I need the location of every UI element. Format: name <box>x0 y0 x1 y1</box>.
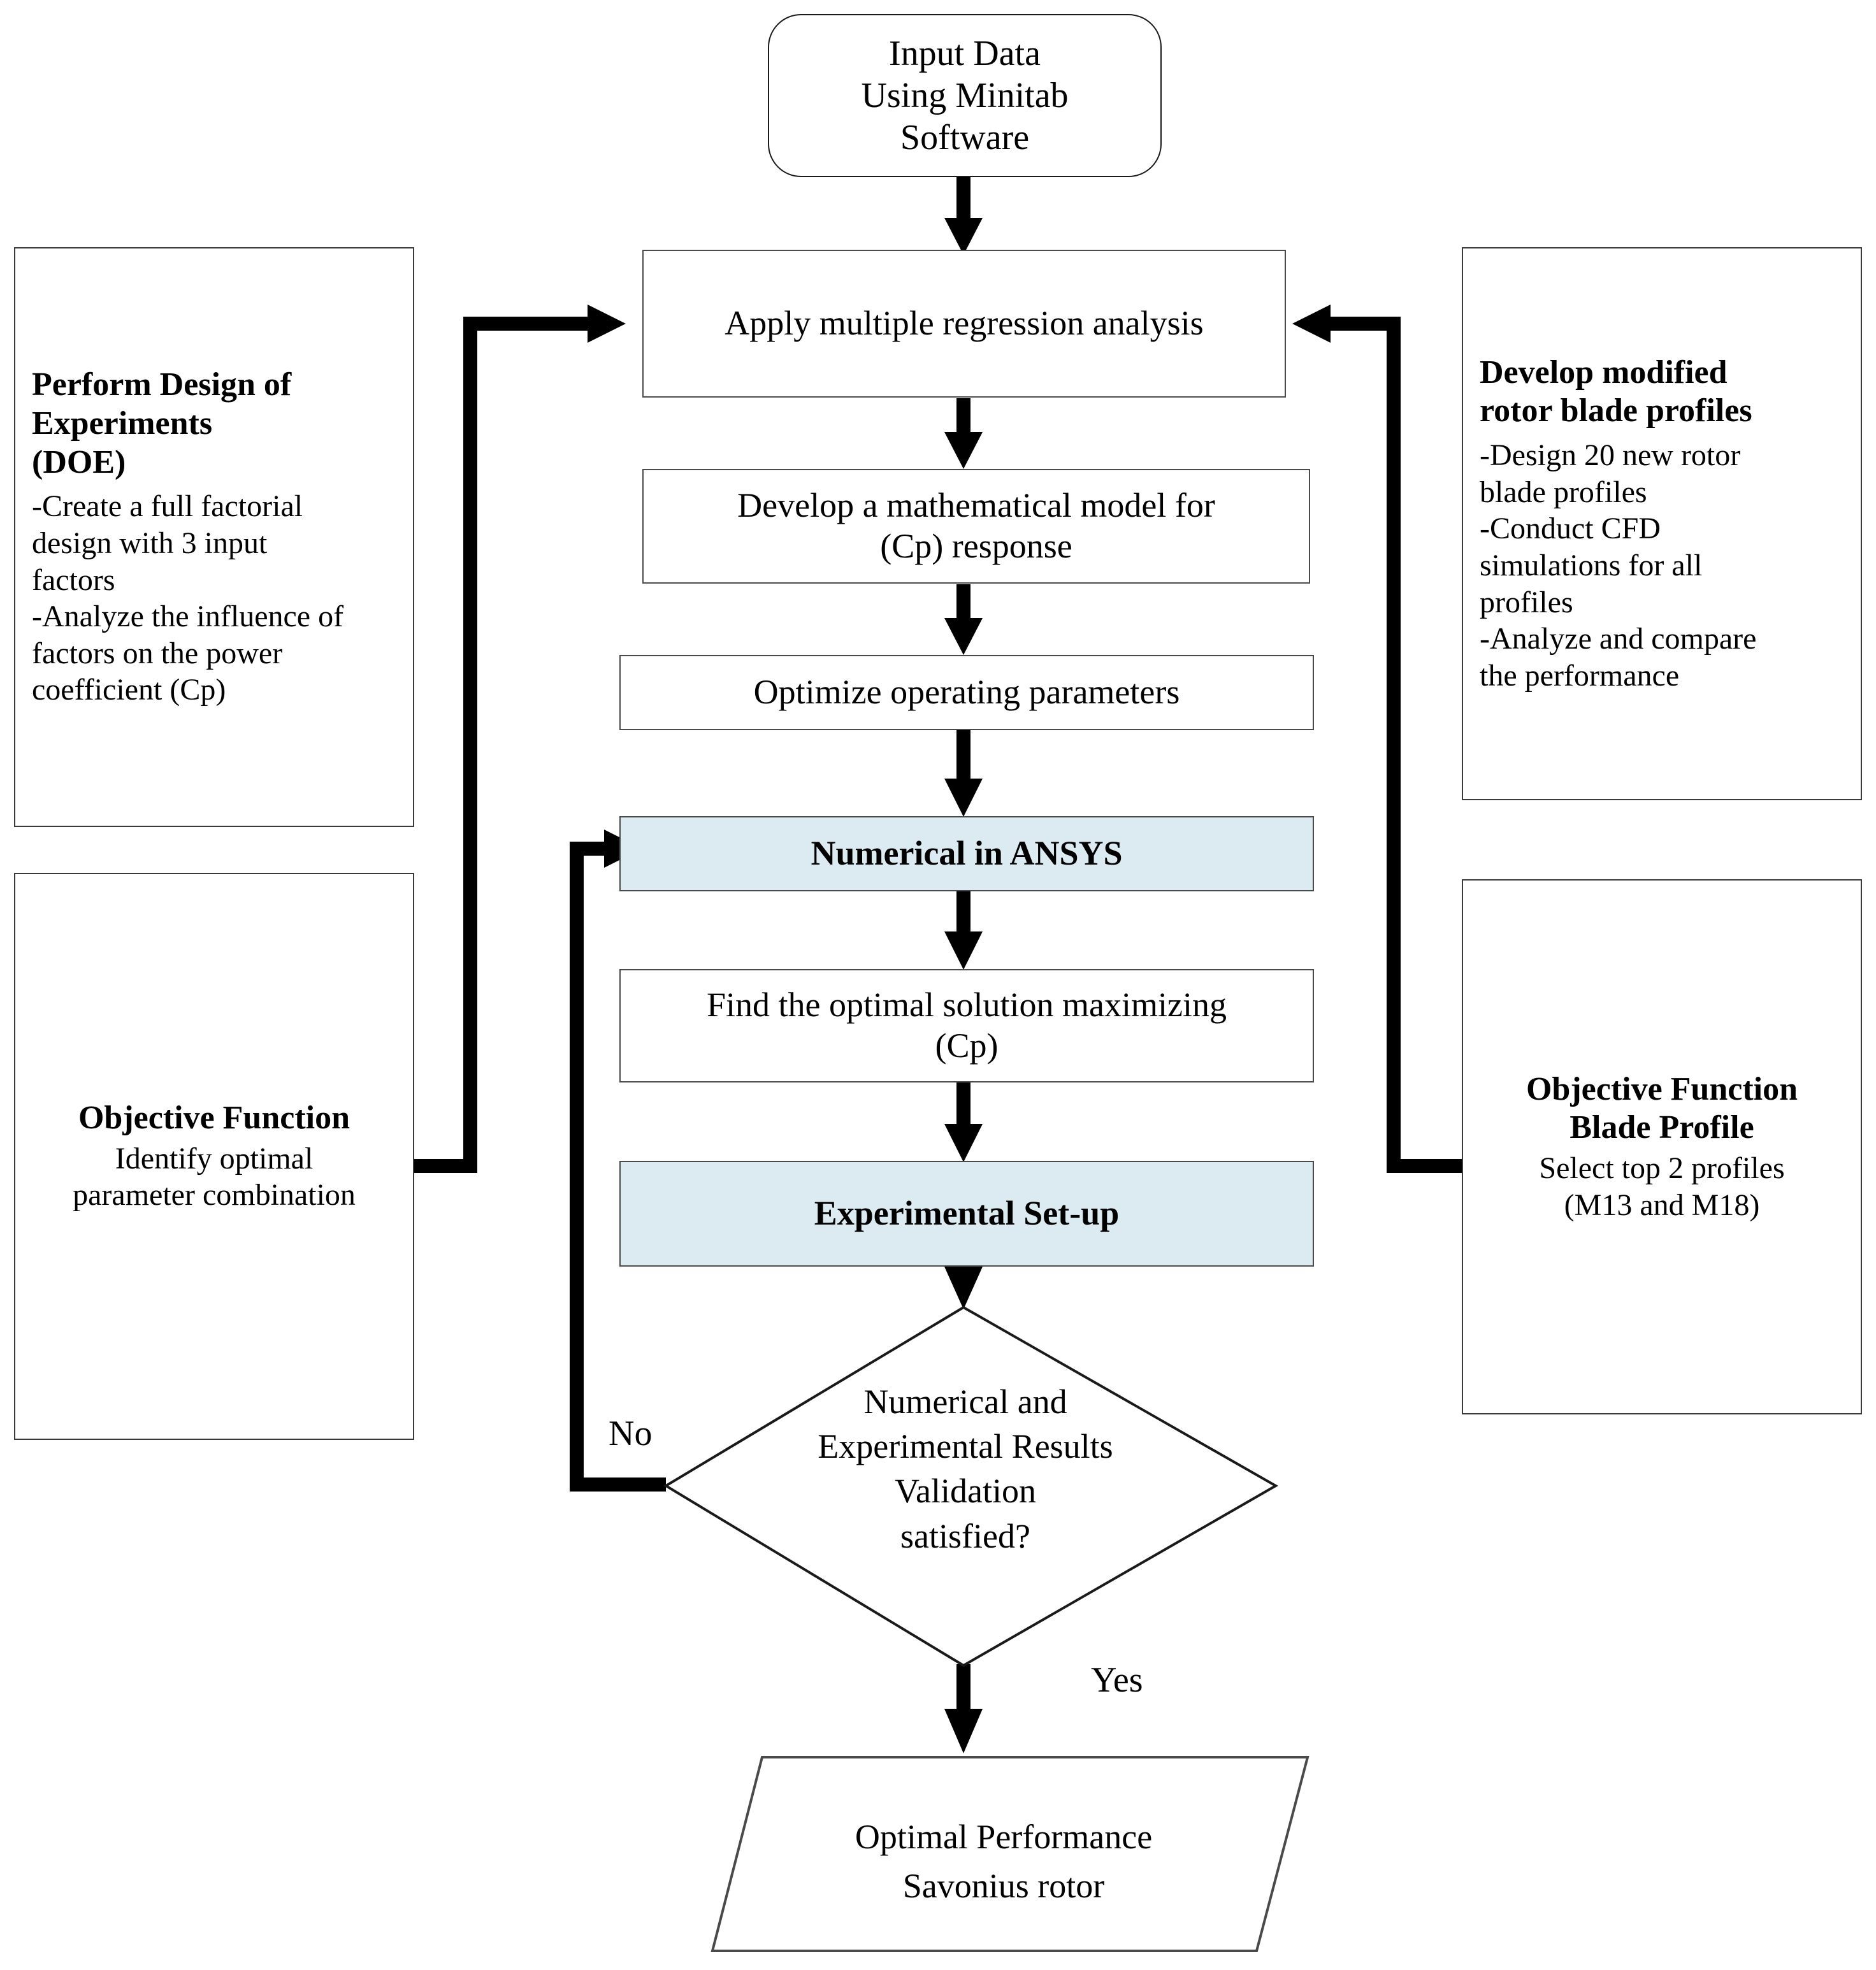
start-line-3: Software <box>900 118 1030 158</box>
process-label-math-model-line2: (Cp) response <box>880 527 1072 565</box>
process-label-experimental: Experimental Set-up <box>814 1194 1120 1233</box>
terminal-parallelogram <box>711 1756 1310 1952</box>
process-label-optimize: Optimize operating parameters <box>753 673 1180 712</box>
start-node-input-data[interactable]: Input Data Using Minitab Software <box>768 14 1162 177</box>
connector-optimize-to-ansys <box>944 730 983 817</box>
connector-left-objective-to-regression <box>414 305 626 1173</box>
side-panel-doe-title: Perform Design of Experiments (DOE) <box>32 366 292 480</box>
side-panel-objective-body: Identify optimal parameter combination <box>73 1141 356 1212</box>
process-label-optimal-line1: Find the optimal solution maximizing <box>707 986 1227 1025</box>
process-box-math-model[interactable]: Develop a mathematical model for (Cp) re… <box>642 469 1310 584</box>
side-panel-blades-body: -Design 20 new rotor blade profiles -Con… <box>1480 438 1757 693</box>
side-panel-modified-blades[interactable]: Develop modified rotor blade profiles -D… <box>1462 247 1862 800</box>
process-label-ansys: Numerical in ANSYS <box>811 834 1123 873</box>
connector-optimal-to-experimental <box>944 1081 983 1162</box>
side-panel-objective-title: Objective Function <box>78 1099 350 1136</box>
side-panel-blade-profile-body: Select top 2 profiles (M13 and M18) <box>1539 1151 1785 1222</box>
side-panel-doe-body: -Create a full factorial design with 3 i… <box>32 489 344 707</box>
process-box-regression[interactable]: Apply multiple regression analysis <box>642 250 1286 398</box>
connector-decision-no-to-ansys <box>570 830 666 1492</box>
side-panel-blade-profile-title: Objective Function Blade Profile <box>1526 1070 1798 1146</box>
process-box-optimize-parameters[interactable]: Optimize operating parameters <box>619 655 1314 730</box>
start-line-2: Using Minitab <box>861 75 1069 115</box>
branch-label-no: No <box>609 1414 653 1453</box>
side-panel-blades-title: Develop modified rotor blade profiles <box>1480 354 1752 429</box>
connector-ansys-to-optimal <box>944 890 983 970</box>
branch-label-yes: Yes <box>1091 1660 1143 1700</box>
process-label-optimal-line2: (Cp) <box>935 1026 999 1065</box>
connector-model-to-optimize <box>944 584 983 655</box>
side-panel-objective-blade-profile[interactable]: Objective Function Blade Profile Select … <box>1462 879 1862 1414</box>
connector-regression-to-model <box>944 398 983 469</box>
connector-start-to-regression <box>944 177 983 255</box>
side-panel-doe[interactable]: Perform Design of Experiments (DOE) -Cre… <box>14 247 414 827</box>
connector-decision-yes-to-terminal <box>944 1664 983 1753</box>
process-box-find-optimal-solution[interactable]: Find the optimal solution maximizing (Cp… <box>619 969 1314 1082</box>
connector-right-objective-to-regression <box>1292 305 1462 1173</box>
process-box-numerical-ansys[interactable]: Numerical in ANSYS <box>619 816 1314 891</box>
process-label-math-model-line1: Develop a mathematical model for <box>737 486 1215 525</box>
process-box-experimental-setup[interactable]: Experimental Set-up <box>619 1161 1314 1267</box>
decision-diamond <box>663 1305 1279 1667</box>
process-label-regression: Apply multiple regression analysis <box>725 304 1204 343</box>
start-line-1: Input Data <box>889 33 1041 73</box>
connector-experimental-to-decision <box>944 1267 983 1309</box>
side-panel-objective-function[interactable]: Objective Function Identify optimal para… <box>14 873 414 1440</box>
